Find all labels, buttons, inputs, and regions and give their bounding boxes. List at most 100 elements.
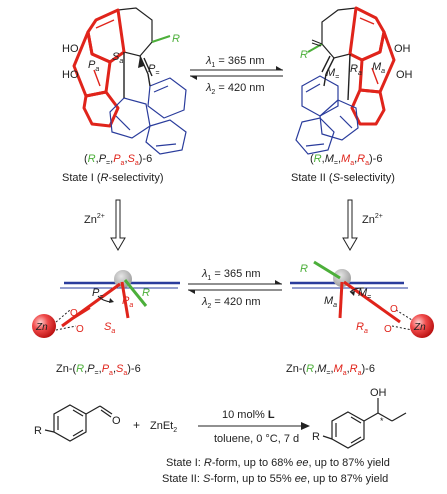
svg-text:Sa: Sa [104, 321, 115, 335]
svg-text:Zn2+: Zn2+ [84, 213, 105, 226]
lambda-two-value: = 420 nm [215, 82, 264, 94]
zinc-complex-state-two: Zn O O R M= Ma Ra [290, 260, 434, 338]
addition-reaction: R O + ZnEt2 10 mol% L toluene, 0 °C, 7 d… [34, 387, 407, 449]
zinc-atom [410, 314, 434, 338]
compound-label-zinc-state-two: Zn-(R,M=,Ma,Ra)-6 [286, 363, 375, 377]
svg-text:M=: M= [358, 287, 371, 301]
lambda-two-value: = 420 nm [211, 296, 260, 308]
svg-text:P=: P= [92, 287, 103, 301]
p-equal-label: P [92, 287, 100, 299]
oxygen-label: O [70, 308, 78, 319]
r-stereocenter-label: R [142, 287, 150, 299]
ma-subscript: a [333, 302, 337, 309]
diethylzinc-subscript: 2 [173, 427, 177, 434]
r-stereocenter-label: R [300, 263, 308, 275]
compound-label-zinc-state-one: Zn-(R,P=,Pa,Sa)-6 [56, 363, 141, 377]
hydroxyl-label: HO [62, 43, 79, 55]
m-equal-label: M [358, 287, 368, 299]
svg-text:Ma: Ma [372, 61, 385, 75]
svg-text:Ra: Ra [350, 63, 362, 77]
substituent-label: R [34, 425, 42, 437]
r-stereocenter-label: R [300, 49, 308, 61]
zinc-atom-label: Zn [35, 322, 48, 333]
ma-label: M [372, 61, 382, 73]
oxygen-label: O [390, 304, 398, 315]
zinc-ion-label: Zn [84, 214, 97, 226]
photo-switch-arrows-top: λ1 = 365 nm λ2 = 420 nm [190, 55, 283, 96]
svg-text:Sa: Sa [112, 51, 123, 65]
lambda-two-symbol: λ [205, 82, 211, 94]
svg-text:λ1 = 365 nm: λ1 = 365 nm [205, 55, 265, 69]
sa-label: S [112, 51, 120, 63]
lambda-one-symbol: λ [205, 55, 211, 67]
lambda-one-subscript: 1 [211, 62, 215, 69]
zinc-addition-arrow-right: Zn2+ [342, 199, 383, 251]
svg-text:Zn2+: Zn2+ [362, 213, 383, 226]
reaction-conditions: toluene, 0 °C, 7 d [214, 433, 299, 445]
pa-label: P [88, 59, 96, 71]
svg-text:P=: P= [148, 63, 159, 77]
hydroxyl-label: HO [62, 69, 79, 81]
svg-text:Ra: Ra [356, 321, 368, 335]
product-hydroxyl-label: OH [370, 387, 387, 399]
product-structure [322, 398, 407, 449]
state-two-molecule: OH OH Ma Ra M= R [295, 6, 413, 155]
result-state-two: State II: S-form, up to 55% ee, up to 87… [162, 473, 388, 485]
svg-text:Ma: Ma [324, 295, 337, 309]
ma-label: M [324, 295, 334, 307]
m-equal-label: M [326, 67, 336, 79]
hydroxyl-label: OH [396, 69, 413, 81]
lambda-one-symbol: λ [201, 268, 207, 280]
svg-text:M=: M= [326, 67, 339, 81]
zinc-complex-state-one: Zn O O P= Pa R Sa [32, 270, 180, 338]
compound-label-state-one: (R,P=,Pa,Sa)-6 [84, 153, 152, 167]
zinc-ion-label: Zn [362, 214, 375, 226]
pa-label: P [122, 295, 130, 307]
ra-label: R [356, 321, 364, 333]
zinc-atom [32, 314, 56, 338]
lambda-two-subscript: 2 [207, 303, 211, 310]
p-equal-subscript: = [155, 70, 159, 77]
plus-sign: + [133, 418, 140, 432]
stereocenter-star: * [380, 416, 384, 426]
sa-subscript: a [119, 58, 123, 65]
catalyst-loading: 10 mol% L [222, 409, 275, 421]
p-equal-subscript: = [99, 294, 103, 301]
photo-switch-arrows-middle: λ1 = 365 nm λ2 = 420 nm [188, 268, 282, 310]
state-one-molecule: HO HO Pa Sa P= R [62, 7, 187, 155]
compound-label-state-two: (R,M=,Ma,Ra)-6 [310, 153, 382, 167]
lambda-two-subscript: 2 [211, 89, 215, 96]
state-one-label: State I (R-selectivity) [62, 172, 164, 184]
state-two-label: State II (S-selectivity) [291, 172, 395, 184]
ma-subscript: a [381, 68, 385, 75]
svg-text:λ2 = 420 nm: λ2 = 420 nm [201, 296, 261, 310]
hydroxyl-label: OH [394, 43, 411, 55]
lambda-one-value: = 365 nm [215, 55, 264, 67]
ra-subscript: a [364, 328, 368, 335]
svg-text:λ1 = 365 nm: λ1 = 365 nm [201, 268, 261, 282]
pa-subscript: a [129, 302, 133, 309]
aldehyde-oxygen-label: O [112, 415, 121, 427]
lambda-one-value: = 365 nm [211, 268, 260, 280]
svg-text:Pa: Pa [122, 295, 133, 309]
diethylzinc-label: ZnEt [150, 420, 173, 432]
zinc-ion-charge: 2+ [375, 213, 383, 220]
oxygen-label: O [76, 324, 84, 335]
sa-label: S [104, 321, 112, 333]
zinc-atom-label: Zn [413, 322, 426, 333]
ra-label: R [350, 63, 358, 75]
svg-text:ZnEt2: ZnEt2 [150, 420, 177, 434]
product-substituent-label: R [312, 431, 320, 443]
oxygen-label: O [384, 324, 392, 335]
pa-subscript: a [95, 66, 99, 73]
sa-subscript: a [111, 328, 115, 335]
lambda-two-symbol: λ [201, 296, 207, 308]
svg-text:Pa: Pa [88, 59, 99, 73]
m-equal-subscript: = [335, 74, 339, 81]
ra-subscript: a [358, 70, 362, 77]
zinc-ion-charge: 2+ [97, 213, 105, 220]
m-equal-subscript: = [367, 294, 371, 301]
benzaldehyde-structure [44, 404, 113, 442]
svg-text:λ2 = 420 nm: λ2 = 420 nm [205, 82, 265, 96]
